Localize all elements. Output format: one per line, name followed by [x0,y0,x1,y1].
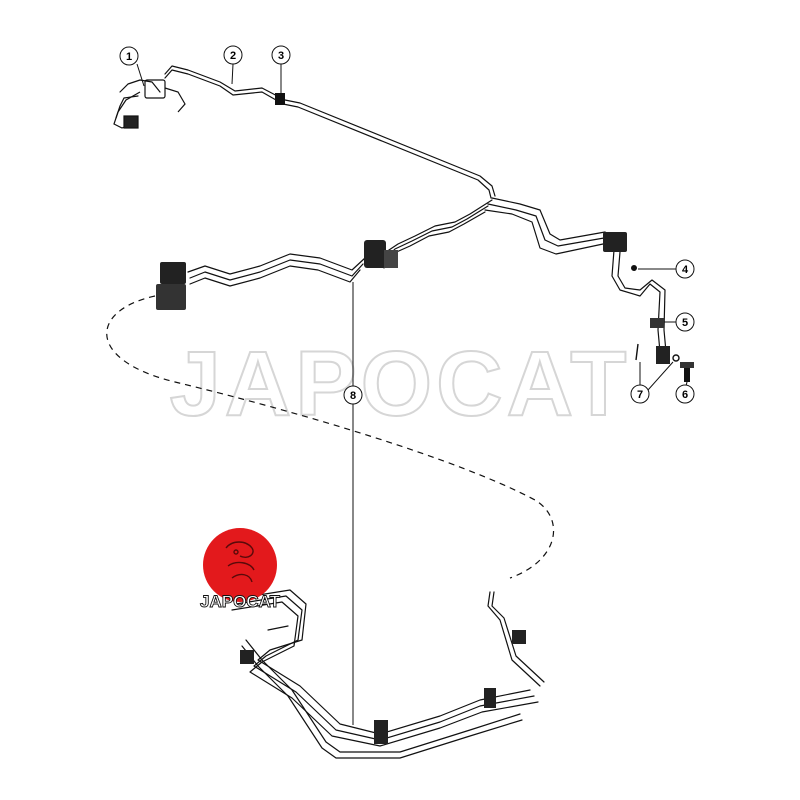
callout-5: 5 [664,312,695,332]
logo-text: JAPOCAT [200,592,281,611]
lower-brake-line [231,589,545,759]
callout-2-label: 2 [230,50,236,62]
callout-6: 6 [675,381,695,404]
item-5-hose-bracket [650,318,670,364]
item-3-clip [275,93,285,105]
callout-3-label: 3 [278,50,284,62]
watermark-text: JAPOCAT [170,333,631,435]
item-6-bolt [680,362,694,382]
callout-7: 7 [630,361,674,404]
callout-6-label: 6 [682,389,688,401]
right-block-fitting [603,232,627,252]
japocat-logo: JAPOCAT [200,528,281,611]
callout-7-label: 7 [637,389,643,401]
lower-clips [240,630,526,744]
callout-1-label: 1 [126,51,132,63]
callout-4: 4 [638,259,695,279]
callout-5-label: 5 [682,317,688,329]
callout-1: 1 [119,46,145,87]
callout-8-label: 8 [350,390,356,402]
dashed-routing-line [106,295,555,579]
center-block-fitting [364,240,398,268]
callout-2: 2 [223,45,243,85]
upper-brake-line [115,65,667,353]
left-block-fitting [156,262,186,310]
item-1-fitting [113,79,186,129]
callout-8: 8 [343,385,363,405]
item-4-clip [631,265,637,271]
item-7-clip [635,343,680,362]
callout-4-label: 4 [682,264,689,276]
callout-3: 3 [271,45,291,94]
